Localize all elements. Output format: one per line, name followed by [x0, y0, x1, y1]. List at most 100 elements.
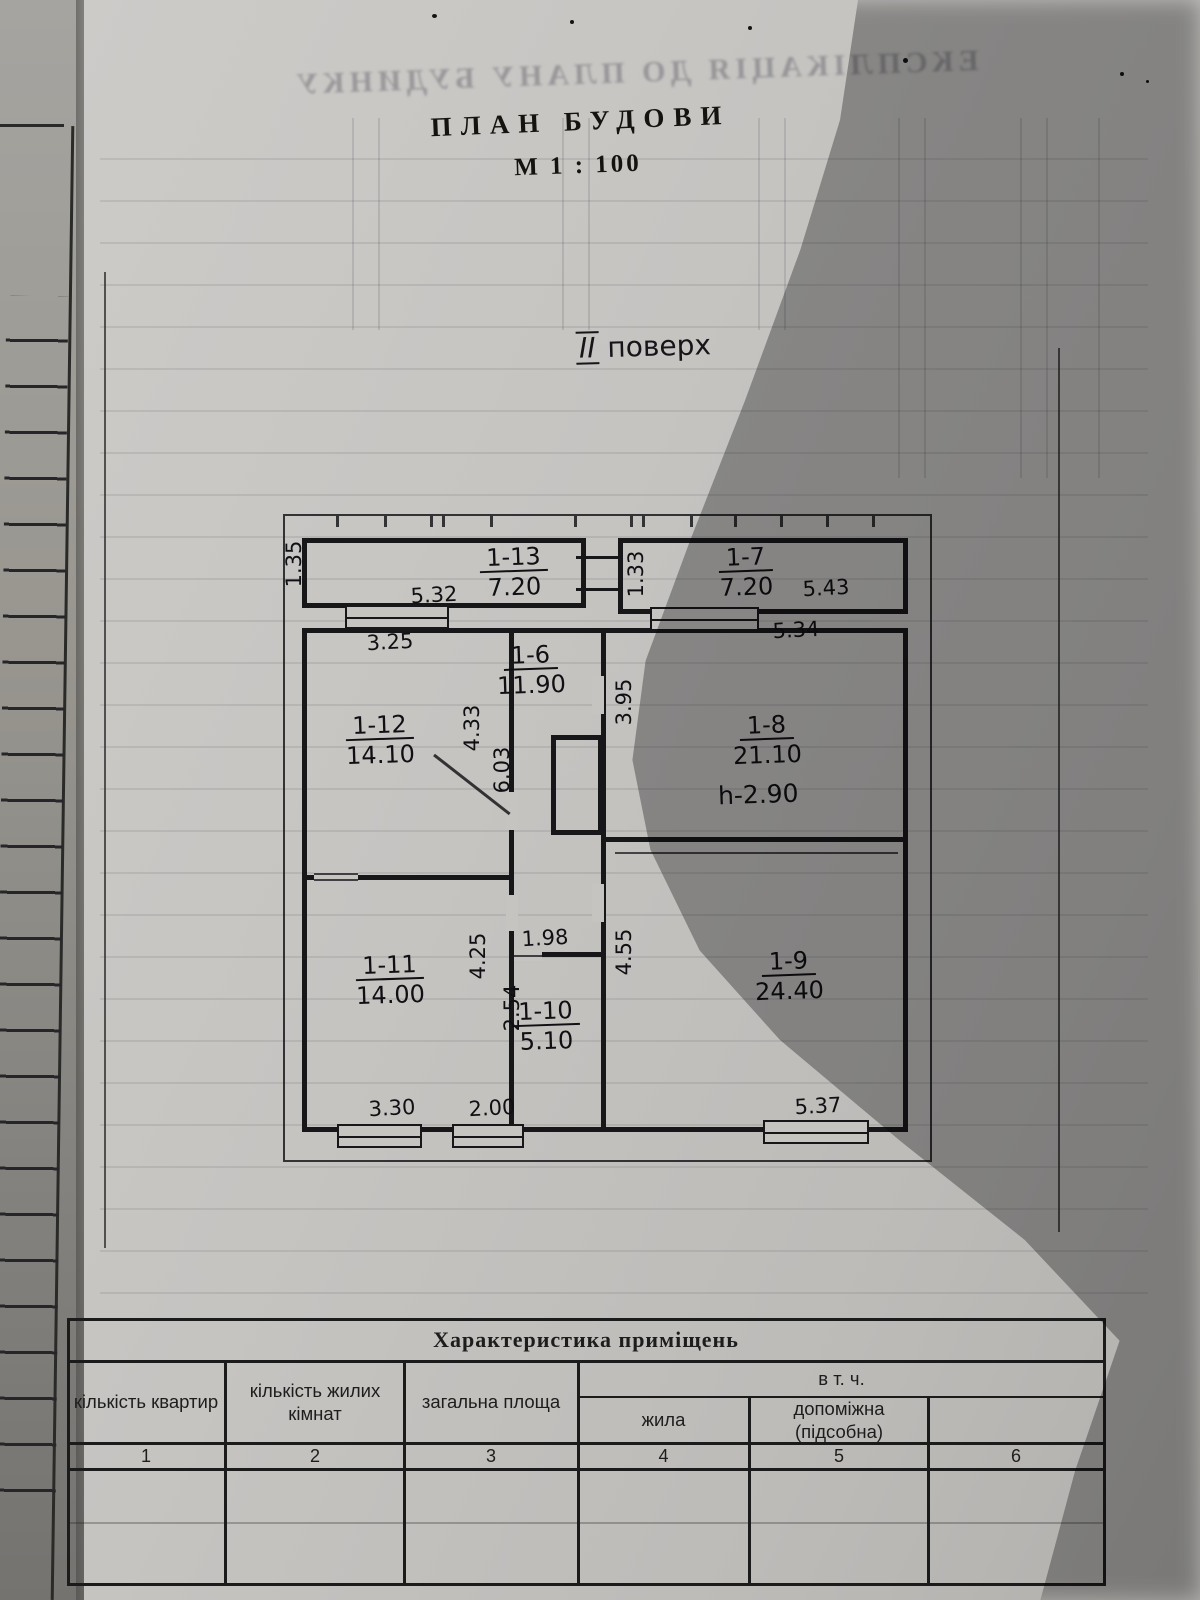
table-line	[224, 1360, 227, 1586]
inner-wall-line	[615, 852, 898, 854]
ghost-line	[784, 118, 786, 330]
door-opening	[506, 792, 518, 830]
table-col-number: 5	[833, 1445, 844, 1466]
table-header-living: жила	[641, 1409, 686, 1431]
table-col-number: 3	[485, 1445, 496, 1466]
room-area: 24.40	[754, 976, 825, 1007]
door-opening	[592, 884, 604, 922]
table-border	[67, 1583, 1105, 1586]
boundary-tick	[430, 516, 433, 527]
dim-5-43: 5.43	[802, 574, 850, 602]
ceiling-height-note: h-2.90	[717, 778, 800, 811]
table-header-auxiliary: допоміжна (підсобна)	[793, 1397, 885, 1442]
room-area: 14.00	[355, 980, 426, 1011]
window-mid-line	[652, 619, 757, 621]
table-line	[927, 1396, 930, 1586]
window-mid-line	[339, 1136, 420, 1138]
room-area: 7.20	[719, 572, 774, 603]
room-number: 1-9	[761, 946, 816, 978]
dim-3-25: 3.25	[366, 628, 414, 656]
flue-shaft	[551, 735, 603, 835]
door-threshold	[314, 879, 358, 881]
window	[345, 605, 449, 629]
table-border	[67, 1318, 1105, 1321]
floor-label: ІІ поверх	[575, 328, 712, 366]
table-line	[748, 1396, 751, 1586]
left-margin-rule	[104, 272, 106, 1248]
room-1-7-label: 1-7 7.20	[699, 542, 793, 603]
door-opening	[314, 872, 358, 883]
boundary-tick	[574, 516, 577, 527]
ink-speck	[1120, 72, 1124, 76]
door-opening	[506, 895, 518, 931]
room-number: 1-12	[344, 710, 415, 742]
table-col-number: 6	[1010, 1445, 1021, 1466]
floor-numeral: ІІ	[575, 331, 599, 366]
ghost-line	[588, 118, 590, 330]
table-faint-row-line	[67, 1522, 1105, 1524]
table-line	[403, 1360, 406, 1586]
room-number: 1-11	[354, 950, 425, 982]
room-1-9-label: 1-9 24.40	[733, 946, 845, 1008]
window	[763, 1120, 869, 1144]
room-area: 21.10	[732, 740, 803, 771]
window	[452, 1124, 524, 1148]
table-col-number: 4	[658, 1445, 669, 1466]
table-line	[577, 1360, 580, 1586]
ghost-line	[1020, 118, 1022, 478]
boundary-tick	[872, 516, 875, 527]
ghost-line	[758, 118, 760, 330]
table-header-apartments: кількість квартир	[73, 1391, 219, 1413]
table-title: Характеристика приміщень	[433, 1327, 739, 1352]
table-col-number: 1	[140, 1445, 151, 1466]
window	[650, 607, 759, 631]
dim-1-98: 1.98	[521, 924, 569, 952]
room-area: 11.90	[496, 670, 567, 701]
table-line	[67, 1360, 1105, 1363]
corridor-1-6-label: 1-6 11.90	[484, 640, 578, 701]
dim-4-33: 4.33	[460, 704, 484, 752]
ghost-line	[352, 118, 354, 330]
boundary-tick	[384, 516, 387, 527]
room-1-10-walls	[509, 952, 606, 1132]
door-threshold	[514, 955, 542, 957]
dim-3-95: 3.95	[612, 678, 636, 726]
window-mid-line	[765, 1132, 867, 1134]
window-mid-line	[347, 617, 447, 619]
dim-2-00: 2.00	[468, 1094, 516, 1122]
door-opening	[592, 676, 604, 714]
room-1-12-label: 1-12 14.10	[329, 710, 431, 772]
dim-2-54: 2.54	[500, 984, 524, 1032]
room-1-13-label: 1-13 7.20	[467, 542, 561, 603]
boundary-tick	[336, 516, 339, 527]
room-number: 1-6	[503, 640, 558, 672]
boundary-tick	[630, 516, 633, 527]
floor-word: поверх	[606, 328, 712, 364]
dim-5-37: 5.37	[794, 1092, 842, 1120]
ink-speck	[748, 26, 752, 30]
ink-speck	[903, 58, 908, 63]
dim-1-33: 1.33	[624, 550, 648, 598]
balcony-door-line	[576, 556, 618, 559]
room-area: 7.20	[487, 572, 542, 603]
table-col-number: 2	[309, 1445, 320, 1466]
boundary-tick	[780, 516, 783, 527]
dim-5-34: 5.34	[772, 616, 820, 644]
room-1-11-label: 1-11 14.00	[339, 950, 441, 1012]
boundary-tick	[642, 516, 645, 527]
dim-4-55: 4.55	[612, 928, 636, 976]
table-border	[67, 1318, 70, 1586]
ghost-line	[562, 118, 564, 330]
room-area: 14.10	[345, 740, 416, 771]
table-header-total-area: загальна площа	[421, 1391, 561, 1413]
ghost-line	[924, 118, 926, 478]
balcony-door-line	[576, 588, 618, 591]
window	[337, 1124, 422, 1148]
ink-speck	[432, 14, 437, 18]
room-number: 1-7	[718, 542, 773, 574]
room-1-8-label: 1-8 21.10	[711, 710, 823, 772]
boundary-tick	[734, 516, 737, 527]
room-number: 1-8	[739, 710, 794, 742]
dim-3-30: 3.30	[368, 1094, 416, 1122]
boundary-tick	[442, 516, 445, 527]
